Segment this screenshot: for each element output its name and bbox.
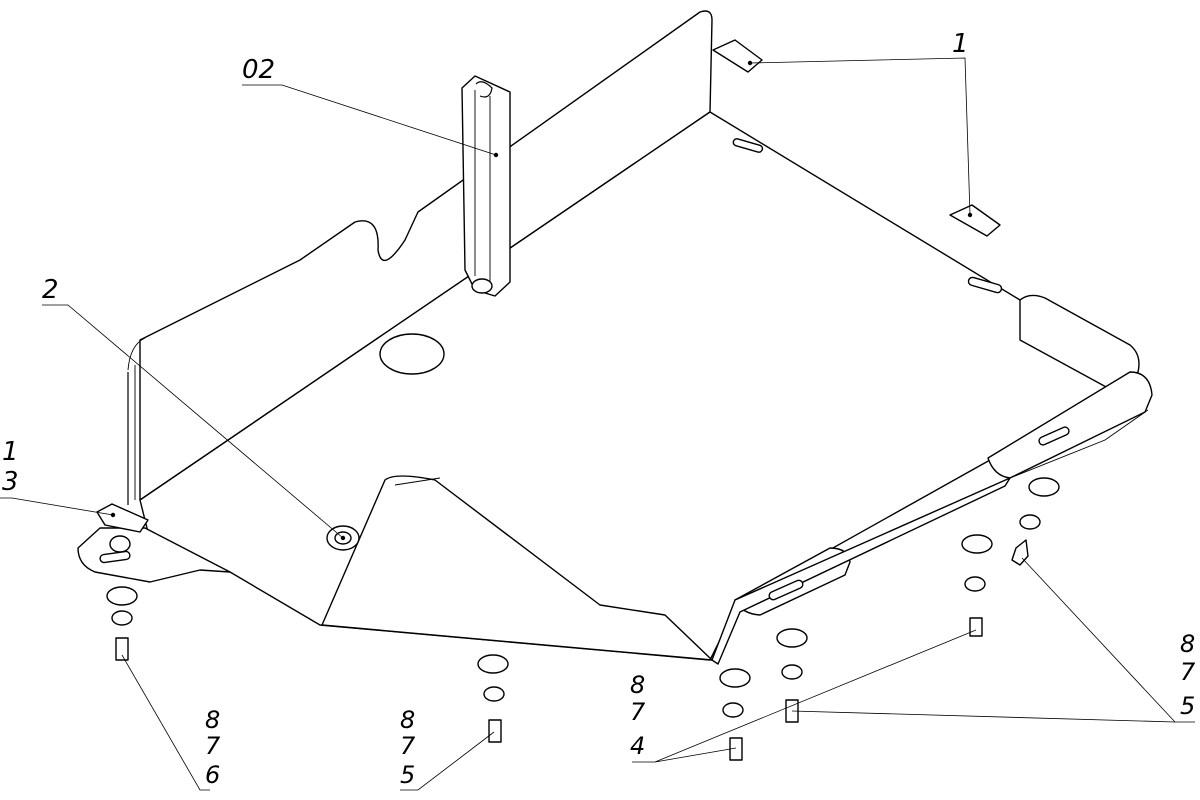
- bolt: [1011, 539, 1029, 566]
- leader-1-top: [749, 57, 971, 216]
- washer: [961, 534, 993, 554]
- washer: [719, 668, 751, 688]
- washer: [477, 654, 509, 674]
- callout-2: 2: [42, 275, 59, 305]
- washer: [1028, 477, 1060, 497]
- front-center-panel: [321, 475, 713, 661]
- washer: [111, 610, 133, 626]
- bracket-nut: [471, 278, 493, 294]
- washer: [106, 586, 138, 606]
- callout-3: 3: [2, 467, 19, 497]
- callout-8-right: 8: [1180, 630, 1195, 658]
- callout-02: 02: [242, 55, 275, 85]
- leader-2: [42, 304, 344, 539]
- callout-8-center: 8: [630, 671, 645, 699]
- washer: [776, 628, 808, 648]
- right-side-wall: [1019, 294, 1140, 389]
- callout-1-left: 1: [2, 437, 19, 467]
- left-bracket-spacer: [109, 535, 131, 553]
- callout-7-center: 7: [630, 698, 646, 726]
- leader-4: [632, 629, 977, 763]
- callout-7-left: 7: [205, 732, 221, 760]
- left-bracket-slot: [99, 550, 131, 564]
- floor-slot-right: [967, 276, 1003, 294]
- leader-5-right: [791, 557, 1195, 723]
- washer: [781, 664, 803, 680]
- leader-1-3: [0, 497, 114, 516]
- leader-6: [121, 654, 210, 791]
- right-front-flange: [987, 371, 1153, 479]
- leader-02: [242, 84, 497, 156]
- bolt: [115, 637, 129, 661]
- floor-slot-rear: [732, 138, 764, 153]
- front-right-panel: [711, 477, 1011, 665]
- washer: [1019, 514, 1041, 530]
- mounting-plate-top: [712, 39, 763, 73]
- callout-5-right: 5: [1180, 692, 1195, 720]
- bolt: [488, 719, 502, 743]
- callout-7-mid: 7: [400, 732, 416, 760]
- leader-5-mid: [400, 731, 495, 791]
- vertical-bracket-02: [461, 75, 511, 297]
- callout-1-top: 1: [952, 29, 969, 59]
- flange-slot-right: [1038, 426, 1070, 446]
- flange-slot-front: [768, 579, 804, 601]
- bolt: [729, 737, 743, 761]
- washer: [964, 576, 986, 592]
- bolt: [969, 617, 983, 637]
- left-side-wall: [139, 10, 713, 501]
- callout-6: 6: [205, 761, 220, 789]
- washer: [722, 702, 744, 718]
- callout-8-left: 8: [205, 706, 220, 734]
- callout-8-mid: 8: [400, 706, 415, 734]
- callout-5-mid: 5: [400, 761, 415, 789]
- callout-4: 4: [630, 732, 645, 760]
- left-bracket-clip: [96, 503, 149, 533]
- floor-access-hole: [379, 333, 445, 375]
- callout-7-right: 7: [1180, 658, 1196, 686]
- mounting-plate-right: [949, 204, 1001, 237]
- washer: [483, 686, 505, 702]
